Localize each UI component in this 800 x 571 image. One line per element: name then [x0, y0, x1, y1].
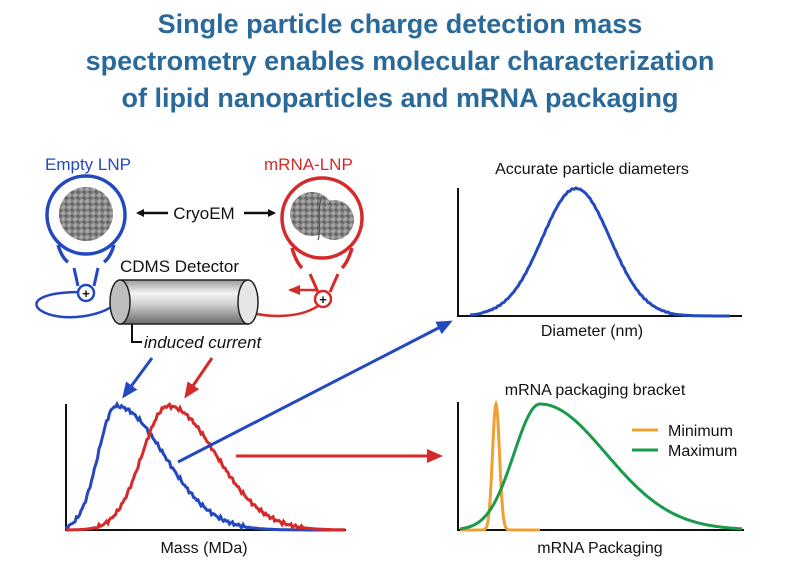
diameter-chart-title: Accurate particle diameters: [495, 161, 689, 178]
minimum-packaging-line: [460, 399, 540, 532]
mrna-lnp-lead: [290, 247, 354, 270]
mass-chart-xlabel: Mass (MDa): [160, 540, 247, 557]
cdms-detector-label: CDMS Detector: [120, 257, 239, 276]
diameter-chart: Accurate particle diameters Diameter (nm…: [457, 161, 742, 340]
mrna-lnp-cryoem-image-b: [314, 200, 354, 240]
mrna-lnp-orbit: [247, 304, 319, 318]
mrna-lnp-boundary: [317, 195, 323, 241]
detector-cylinder-left-end: [109, 279, 131, 325]
mrna-lnp-arrow-in: [308, 273, 340, 293]
blue-arrow-to-diameter: [177, 320, 453, 464]
title-line-3: of lipid nanoparticles and mRNA packagin…: [121, 83, 679, 113]
empty-lnp-mass-line: [64, 400, 345, 533]
empty-lnp-arrow-in: [72, 267, 100, 287]
page-title: Single particle charge detection mass sp…: [0, 6, 800, 117]
empty-lnp-lead: [56, 244, 116, 264]
detector-cylinder-right-end: [237, 279, 259, 325]
packaging-chart-axes: [457, 402, 744, 531]
empty-lnp-charge-icon: [76, 283, 96, 303]
empty-lnp-charge-symbol: +: [82, 286, 90, 301]
induced-current-label: induced current: [144, 333, 262, 352]
empty-lnp-outline: [45, 174, 127, 256]
mrna-lnp-charge-icon: [313, 289, 333, 309]
blue-arrow-to-mass: [122, 357, 154, 399]
maximum-packaging-line: [459, 402, 742, 531]
legend-maximum-label: Maximum: [668, 443, 737, 460]
mass-chart: Mass (MDa): [64, 400, 346, 557]
title-line-2: spectrometry enables molecular character…: [85, 46, 715, 76]
mrna-lnp-charge-symbol: +: [319, 292, 327, 307]
legend-minimum-label: Minimum: [668, 423, 733, 440]
cryoem-group: CryoEM: [136, 204, 276, 223]
red-arrow-to-mass: [184, 357, 214, 399]
diameter-chart-axes: [457, 188, 742, 317]
packaging-chart: mRNA packaging bracket Minimum Maximum m…: [457, 382, 744, 557]
detector-cylinder-body: [119, 279, 249, 325]
diameter-distribution-line: [469, 186, 730, 318]
diameter-chart-xlabel: Diameter (nm): [541, 323, 643, 340]
mrna-lnp-mass-line: [66, 401, 346, 532]
mrna-lnp-label: mRNA-LNP: [264, 155, 353, 174]
title-line-1: Single particle charge detection mass: [157, 9, 643, 39]
mrna-lnp-outline: [280, 176, 364, 260]
empty-lnp-cryoem-image: [59, 187, 113, 241]
empty-lnp-orbit: [35, 290, 120, 319]
mrna-lnp-group: mRNA-LNP +: [247, 155, 364, 318]
induced-current-lead: [131, 324, 142, 343]
packaging-chart-xlabel: mRNA Packaging: [537, 540, 662, 557]
packaging-chart-title: mRNA packaging bracket: [505, 382, 686, 399]
cdms-detector: CDMS Detector induced current: [109, 257, 262, 352]
empty-lnp-label: Empty LNP: [45, 155, 131, 174]
cryoem-label: CryoEM: [173, 204, 234, 223]
empty-lnp-group: Empty LNP +: [35, 155, 131, 319]
